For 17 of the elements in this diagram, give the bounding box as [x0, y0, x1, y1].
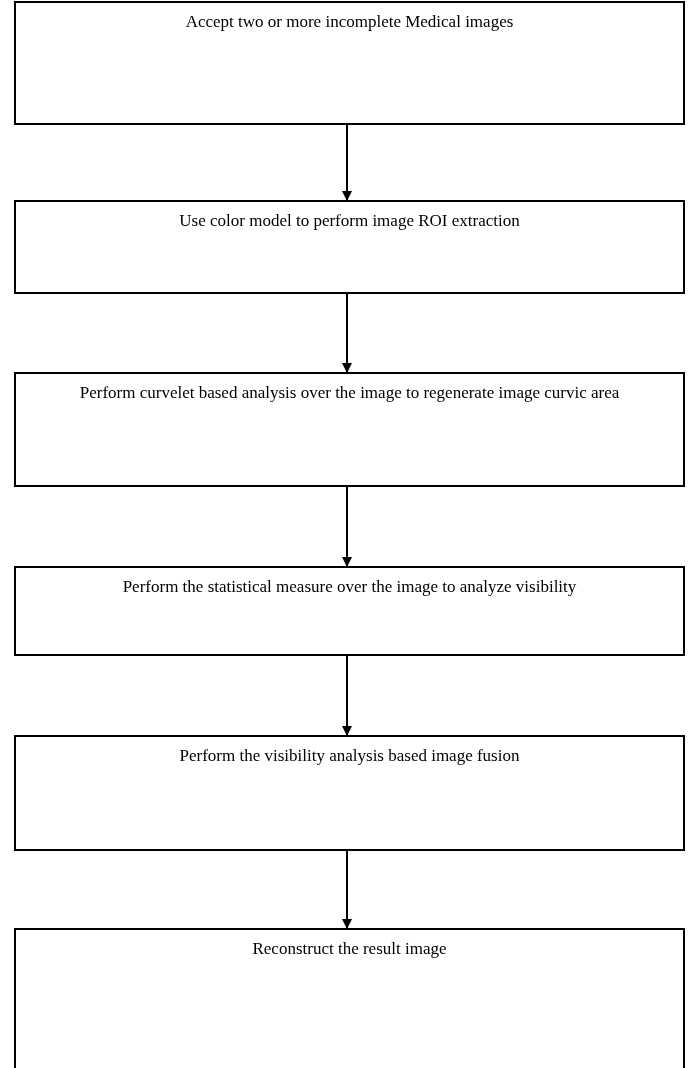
arrow [342, 293, 352, 373]
process-box [14, 200, 685, 294]
step-text: Perform the visibility analysis based image fusion [178, 745, 521, 767]
process-box [14, 372, 685, 487]
step-text: Perform curvelet based analysis over the image to regenerate image curvic area [78, 382, 621, 404]
step-text: Reconstruct the result image [251, 938, 448, 960]
process-box [14, 566, 685, 656]
arrow [342, 486, 352, 567]
arrow [342, 850, 352, 929]
step-text: Accept two or more incomplete Medical images [184, 11, 515, 33]
process-box [14, 735, 685, 851]
step-text: Perform the statistical measure over the image to analyze visibility [121, 576, 578, 598]
process-box [14, 1, 685, 125]
arrow [342, 124, 352, 201]
process-box [14, 928, 685, 1068]
step-text: Use color model to perform image ROI extraction [178, 210, 521, 232]
arrow [342, 655, 352, 736]
